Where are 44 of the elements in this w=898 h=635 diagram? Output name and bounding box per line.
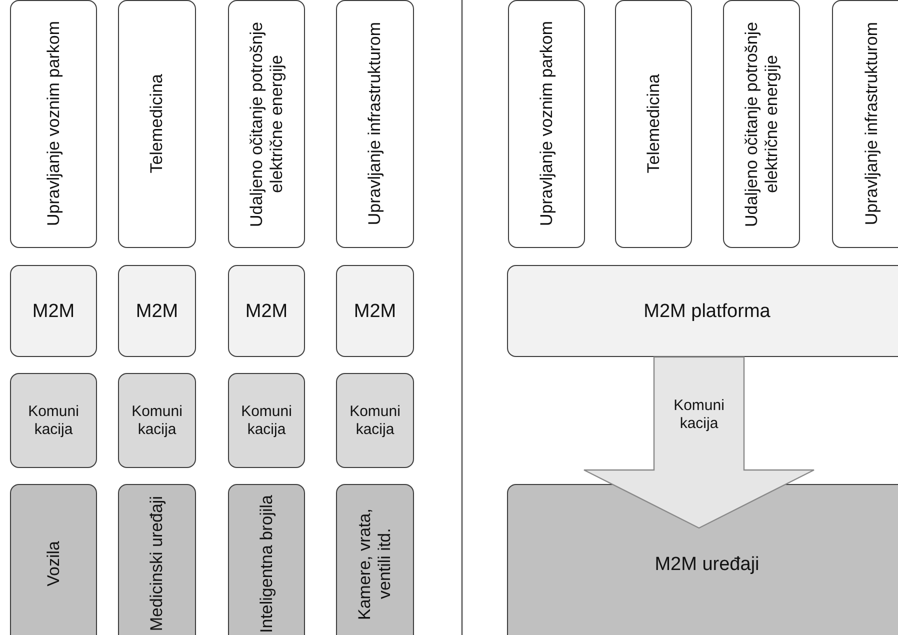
application-box <box>118 0 196 248</box>
application-box <box>508 0 585 248</box>
m2m-box <box>336 265 414 357</box>
communication-box <box>10 373 97 468</box>
box-label: Vozila <box>44 541 64 587</box>
box-label: M2M uređaji <box>654 554 760 574</box>
device-box <box>118 484 196 635</box>
box-label: Kamere, vrata, ventili itd. <box>355 507 395 622</box>
device-box <box>507 484 898 635</box>
application-box <box>336 0 414 248</box>
m2m-box <box>118 265 196 357</box>
box-label: M2M <box>32 300 75 322</box>
box-label: Komuni kacija <box>348 402 402 438</box>
box-label: Udaljeno očitanje potrošnje električne energije <box>246 20 286 229</box>
box-label: Upravljanje infrastrukturom <box>862 22 882 226</box>
box-label: Komuni kacija <box>27 402 80 438</box>
communication-box <box>336 373 414 468</box>
box-label: Upravljanje infrastrukturom <box>365 22 385 226</box>
communication-box <box>228 373 305 468</box>
platform-box <box>507 265 898 357</box>
box-label: Komuni kacija <box>240 402 293 438</box>
application-box <box>228 0 305 248</box>
box-label: M2M <box>354 300 396 322</box>
box-label: Inteligentna brojila <box>256 495 276 633</box>
device-box <box>228 484 305 635</box>
box-label: M2M <box>136 300 178 322</box>
application-box <box>10 0 97 248</box>
box-label: Komuni kacija <box>130 402 184 438</box>
application-box <box>832 0 898 248</box>
box-label: Telemedicina <box>644 74 664 174</box>
m2m-box <box>228 265 305 357</box>
box-label: Upravljanje voznim parkom <box>44 21 64 227</box>
m2m-box <box>10 265 97 357</box>
application-box <box>615 0 692 248</box>
device-box <box>10 484 97 635</box>
application-box <box>723 0 800 248</box>
box-label: Telemedicina <box>147 74 167 174</box>
box-label: Upravljanje voznim parkom <box>536 21 556 227</box>
box-label: Udaljeno očitanje potrošnje električne energije <box>742 20 782 229</box>
box-label: M2M <box>245 300 288 322</box>
box-label: Medicinski uređaji <box>147 496 167 632</box>
device-box <box>336 484 414 635</box>
communication-box <box>118 373 196 468</box>
box-label: M2M platforma <box>644 300 770 322</box>
